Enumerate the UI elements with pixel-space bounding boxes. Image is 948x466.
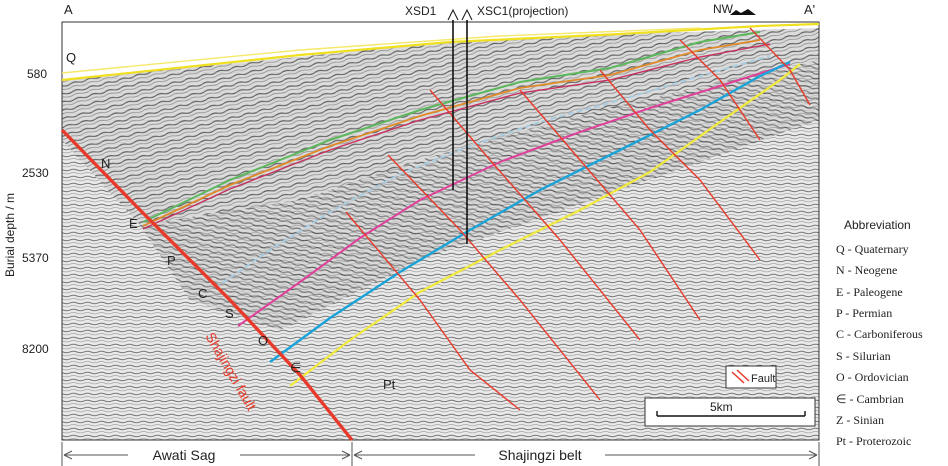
fault-line-2: [387, 154, 601, 401]
abbreviation-list: Q - Quaternary N - Neogene E - Paleogene…: [836, 242, 923, 448]
horizon-permian-top: [142, 43, 771, 230]
abbreviation-item: ∈ - Cambrian: [836, 392, 904, 406]
abbreviation-item: Z - Sinian: [836, 413, 884, 427]
y-tick-580: 580: [27, 67, 47, 81]
fault-line-3: [429, 89, 641, 341]
well-xsc1-marker-icon: [461, 8, 473, 21]
zone-arrow-left-a: [63, 450, 128, 460]
horizon-cambrian-top: [289, 63, 801, 387]
section-start-label: A: [64, 2, 73, 17]
well-xsd1-marker-icon: [447, 8, 459, 21]
zone-arrow-right-a: [353, 450, 475, 460]
horizon-paleogene-top: [142, 31, 761, 223]
unit-label-c: C: [198, 286, 207, 301]
zone-arrow-right-b: [605, 450, 818, 460]
horizon-quaternary-top: [61, 22, 820, 82]
abbreviation-item: C - Carboniferous: [836, 327, 923, 341]
horizon-quaternary-inner: [61, 27, 701, 74]
zone-shajingzi-belt: Shajingzi belt: [498, 447, 581, 463]
seismic-panel: [62, 22, 819, 440]
abbreviation-item: E - Paleogene: [836, 285, 903, 299]
fault-legend-icon-2: [736, 369, 750, 382]
orientation-label: NW: [713, 2, 734, 16]
abbreviation-item: O - Ordovician: [836, 370, 909, 384]
north-arrow-icon: [730, 9, 756, 15]
unit-label-cambrian: ∈: [290, 360, 301, 375]
abbreviation-item: N - Neogene: [836, 263, 897, 277]
scale-bar-box: [644, 397, 816, 427]
fault-line-6: [679, 39, 761, 141]
fault-line-7: [749, 27, 811, 106]
well-xsd1-label: XSD1: [405, 4, 437, 18]
zone-arrow-left-b: [240, 450, 351, 460]
abbreviation-item: S - Silurian: [836, 349, 891, 363]
horizon-carboniferous-top: [214, 55, 771, 289]
abbreviation-item: Q - Quaternary: [836, 242, 909, 256]
zone-awati-sag: Awati Sag: [153, 447, 216, 463]
fault-line-1: [345, 211, 521, 411]
horizon-ordovician-top: [269, 60, 791, 363]
fault-legend-icon: [731, 371, 745, 384]
y-axis-label: Burial depth / m: [3, 193, 17, 277]
unit-label-o: O: [258, 333, 268, 348]
unit-label-e: E: [129, 216, 138, 231]
abbreviation-item: P - Permian: [836, 306, 892, 320]
unit-label-n: N: [101, 156, 110, 171]
fault-line-5: [599, 69, 761, 261]
y-tick-8200: 8200: [22, 342, 49, 356]
horizon-silurian-top: [237, 63, 791, 327]
unit-label-pt: Pt: [383, 377, 396, 392]
shajingzi-fault-line: [60, 128, 354, 442]
abbreviation-title: Abbreviation: [844, 218, 911, 232]
panel-frame: [61, 21, 820, 441]
unit-label-q: Q: [66, 50, 76, 65]
well-xsc1-label: XSC1(projection): [477, 4, 568, 18]
y-tick-2530: 2530: [22, 166, 49, 180]
unit-label-s: S: [225, 306, 234, 321]
section-end-label: A': [804, 2, 815, 17]
y-tick-5370: 5370: [22, 251, 49, 265]
abbreviation-item: Pt - Proterozoic: [836, 434, 911, 448]
fault-line-4: [519, 89, 701, 321]
horizon-neogene-base: [142, 39, 761, 227]
scale-bar-label: 5km: [710, 400, 733, 414]
unit-label-p: P: [167, 253, 176, 268]
fault-legend-label: Fault: [751, 373, 775, 385]
